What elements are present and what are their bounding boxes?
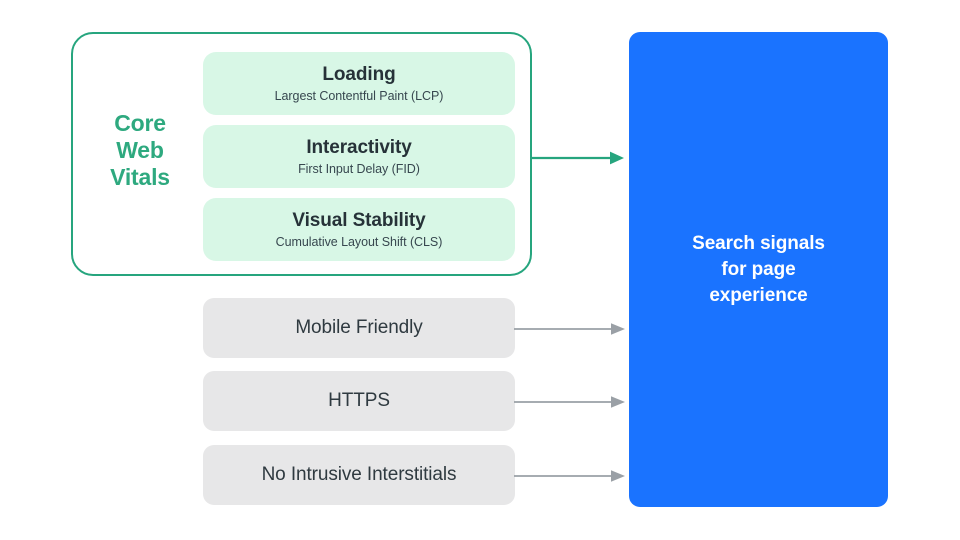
label-core: Core (114, 110, 166, 136)
label-vitals: Vitals (110, 164, 170, 190)
search-signals-outcome-text: Search signals for page experience (692, 232, 825, 306)
mobile-friendly-arrow (514, 323, 625, 335)
core-web-vitals-group-label: Core Web Vitals (92, 110, 188, 191)
core-web-vitals-panel (71, 32, 532, 276)
core-web-vitals-arrow (530, 151, 624, 165)
metric-subtitle-interactivity: First Input Delay (FID) (298, 161, 420, 176)
metric-box-loading[interactable]: Loading Largest Contentful Paint (LCP) (203, 52, 515, 115)
metric-subtitle-visual-stability: Cumulative Layout Shift (CLS) (275, 234, 443, 249)
no-intrusive-interstitials-arrow (514, 470, 625, 482)
search-signals-outcome-box[interactable]: Search signals for page experience (629, 32, 888, 507)
metric-box-visual-stability[interactable]: Visual Stability Cumulative Layout Shift… (203, 198, 515, 261)
signal-label-https: HTTPS (328, 390, 390, 411)
signal-box-no-intrusive-interstitials[interactable]: No Intrusive Interstitials (203, 445, 515, 505)
core-web-vitals-label-line-3: Vitals (92, 164, 188, 191)
core-web-vitals-label-line-1: Core (92, 110, 188, 137)
signal-label-no-intrusive-interstitials: No Intrusive Interstitials (261, 464, 457, 485)
signal-box-https[interactable]: HTTPS (203, 371, 515, 431)
metric-box-interactivity[interactable]: Interactivity First Input Delay (FID) (203, 125, 515, 188)
metric-title-loading: Loading (322, 63, 396, 85)
metric-subtitle-loading: Largest Contentful Paint (LCP) (274, 88, 444, 103)
signal-label-mobile-friendly: Mobile Friendly (295, 317, 423, 338)
metric-title-visual-stability: Visual Stability (292, 209, 426, 231)
signal-box-mobile-friendly[interactable]: Mobile Friendly (203, 298, 515, 358)
https-arrow (514, 396, 625, 408)
core-web-vitals-label-line-2: Web (92, 137, 188, 164)
metric-title-interactivity: Interactivity (306, 136, 412, 158)
label-web: Web (116, 137, 164, 163)
